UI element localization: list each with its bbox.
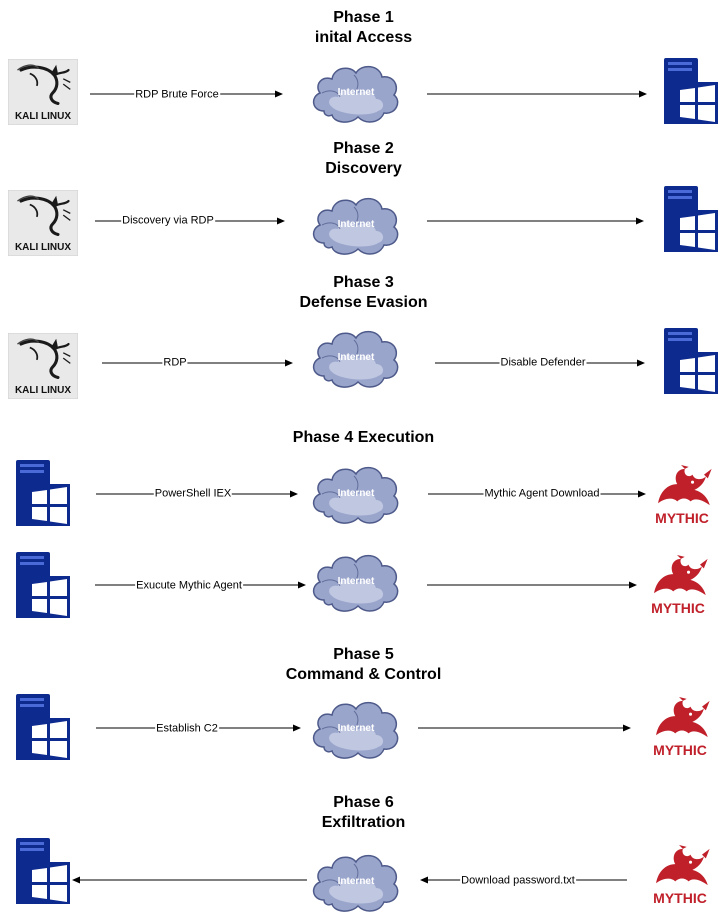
mythic-logo-text: MYTHIC: [653, 890, 707, 906]
windows-server-icon[interactable]: [2, 550, 72, 622]
internet-cloud-6[interactable]: Internet: [310, 697, 400, 762]
internet-cloud-4[interactable]: Internet: [310, 462, 400, 527]
internet-cloud-7[interactable]: Internet: [310, 850, 400, 915]
internet-cloud-5[interactable]: Internet: [310, 550, 400, 615]
svg-text:KALI LINUX: KALI LINUX: [15, 111, 71, 122]
windows-server-icon[interactable]: [2, 458, 72, 530]
edge-label-rdp-brute-force: RDP Brute Force: [134, 88, 220, 102]
mythic-c2-server-2[interactable]: MYTHIC: [641, 555, 715, 617]
mythic-logo-icon: MYTHIC: [653, 697, 710, 758]
phase-3-title: Phase 3 Defense Evasion: [0, 273, 727, 313]
internet-label: Internet: [338, 352, 375, 363]
mythic-logo-text: MYTHIC: [651, 600, 705, 616]
windows-server-icon[interactable]: [2, 836, 72, 908]
phase-1-title-line1: Phase 1: [333, 9, 394, 26]
internet-label: Internet: [338, 876, 375, 887]
edge-label-execute-mythic-agent: Exucute Mythic Agent: [135, 579, 243, 593]
phase-6-title-line2: Exfiltration: [321, 814, 406, 831]
windows-server-icon[interactable]: [2, 692, 72, 764]
mythic-logo-icon: MYTHIC: [651, 555, 708, 616]
windows-server-icon[interactable]: [650, 56, 720, 128]
phase-3-title-line1: Phase 3: [333, 274, 394, 291]
kali-linux-attacker-2[interactable]: KALI LINUX: [8, 190, 78, 256]
windows-server-icon[interactable]: [650, 184, 720, 256]
mythic-logo-icon: MYTHIC: [653, 845, 710, 906]
kali-linux-logo-icon: KALI LINUX: [8, 333, 78, 399]
edge-label-rdp: RDP: [162, 356, 188, 370]
kali-linux-attacker-1[interactable]: KALI LINUX: [8, 59, 78, 125]
phase-4-title-line1: Phase 4 Execution: [292, 429, 435, 446]
phase-5-title: Phase 5 Command & Control: [0, 645, 727, 685]
phase-6-title-line1: Phase 6: [333, 794, 394, 811]
mythic-c2-server-3[interactable]: MYTHIC: [643, 697, 717, 759]
windows-server-icon[interactable]: [650, 326, 720, 398]
phase-1-title: Phase 1 inital Access: [0, 8, 727, 48]
edge-label-establish-c2: Establish C2: [155, 722, 219, 736]
internet-cloud-3[interactable]: Internet: [310, 326, 400, 391]
mythic-c2-server-4[interactable]: MYTHIC: [643, 845, 717, 907]
edge-label-powershell-iex: PowerShell IEX: [153, 487, 233, 501]
phase-6-title: Phase 6 Exfiltration: [0, 793, 727, 833]
kali-linux-logo-icon: KALI LINUX: [8, 59, 78, 125]
internet-cloud-2[interactable]: Internet: [310, 193, 400, 258]
edge-label-mythic-agent-download: Mythic Agent Download: [483, 487, 601, 501]
svg-text:KALI LINUX: KALI LINUX: [15, 385, 71, 396]
phase-1-title-line2: inital Access: [314, 29, 413, 46]
internet-label: Internet: [338, 219, 375, 230]
internet-label: Internet: [338, 576, 375, 587]
internet-label: Internet: [338, 723, 375, 734]
kali-linux-logo-icon: KALI LINUX: [8, 190, 78, 256]
phase-2-title-line1: Phase 2: [333, 140, 394, 157]
internet-cloud-1[interactable]: Internet: [310, 61, 400, 126]
edge-label-disable-defender: Disable Defender: [499, 356, 587, 370]
svg-text:KALI LINUX: KALI LINUX: [15, 242, 71, 253]
internet-label: Internet: [338, 488, 375, 499]
mythic-logo-icon: MYTHIC: [655, 465, 712, 526]
phase-5-title-line2: Command & Control: [285, 666, 442, 683]
phase-4-title: Phase 4 Execution: [0, 428, 727, 448]
edge-label-discovery-via-rdp: Discovery via RDP: [121, 214, 215, 228]
mythic-logo-text: MYTHIC: [653, 742, 707, 758]
mythic-c2-server-1[interactable]: MYTHIC: [645, 465, 719, 527]
mythic-logo-text: MYTHIC: [655, 510, 709, 526]
phase-2-title-line2: Discovery: [325, 160, 402, 177]
phase-3-title-line2: Defense Evasion: [299, 294, 428, 311]
kali-linux-attacker-3[interactable]: KALI LINUX: [8, 333, 78, 399]
internet-label: Internet: [338, 87, 375, 98]
edge-label-download-password: Download password.txt: [460, 874, 576, 888]
phase-2-title: Phase 2 Discovery: [0, 139, 727, 179]
phase-5-title-line1: Phase 5: [333, 646, 394, 663]
